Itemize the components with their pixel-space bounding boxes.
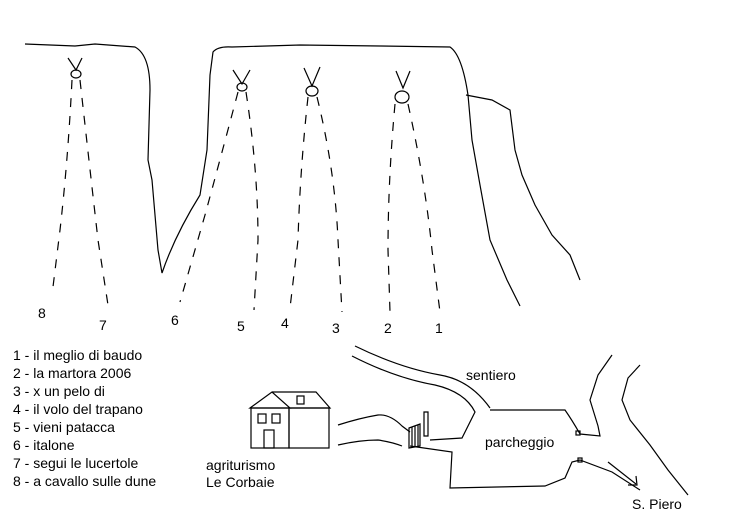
footpath-upper-edge — [354, 345, 491, 409]
footpath-lower-edge — [351, 355, 476, 441]
legend-item-4: 4 - il volo del trapano — [13, 401, 143, 417]
label-le-corbaie: Le Corbaie — [206, 474, 275, 490]
route-number-2: 2 — [384, 320, 392, 336]
route-line-8 — [51, 79, 73, 296]
route-number-7: 7 — [99, 317, 107, 333]
route-line-1 — [407, 103, 441, 313]
anchor-route-3-4 — [303, 66, 321, 97]
legend-item-3: 3 - x un pelo di — [13, 383, 105, 399]
route-legend: 1 - il meglio di baudo 2 - la martora 20… — [13, 346, 156, 490]
route-line-3 — [316, 96, 343, 313]
route-number-6: 6 — [171, 312, 179, 328]
route-number-4: 4 — [281, 315, 289, 331]
parking-outline — [490, 354, 613, 437]
legend-item-5: 5 - vieni patacca — [13, 419, 115, 435]
crag-outline — [24, 43, 521, 307]
anchor-route-1-2 — [394, 70, 411, 104]
anchor-route-5-6 — [232, 69, 251, 92]
gate-icon — [408, 411, 429, 449]
track-to-farmhouse-upper — [337, 414, 411, 433]
parking-lower-outline — [409, 445, 641, 491]
track-to-farmhouse-lower — [337, 439, 403, 447]
route-line-2 — [387, 103, 396, 313]
anchor-route-7-8 — [67, 57, 83, 79]
route-number-5: 5 — [237, 318, 245, 334]
legend-item-7: 7 - segui le lucertole — [13, 455, 139, 471]
crag-right-buttress — [465, 94, 581, 281]
arrow-to-s-piero-icon — [607, 461, 638, 486]
route-number-8: 8 — [38, 305, 46, 321]
legend-item-6: 6 - italone — [13, 437, 75, 453]
route-number-3: 3 — [332, 320, 340, 336]
legend-item-2: 2 - la martora 2006 — [13, 365, 132, 381]
route-line-7 — [79, 79, 109, 306]
post-marker — [575, 430, 581, 436]
farmhouse-icon — [248, 391, 332, 449]
label-parcheggio: parcheggio — [485, 434, 555, 450]
route-number-1: 1 — [435, 320, 443, 336]
route-line-5 — [245, 91, 259, 311]
legend-item-1: 1 - il meglio di baudo — [13, 347, 143, 363]
label-sentiero: sentiero — [466, 367, 516, 383]
label-s-piero: S. Piero — [632, 496, 682, 512]
road-right-edge — [621, 364, 689, 496]
route-line-4 — [289, 96, 309, 309]
post-marker — [577, 457, 583, 463]
legend-item-8: 8 - a cavallo sulle dune — [13, 473, 157, 489]
label-agriturismo: agriturismo — [206, 457, 276, 473]
route-line-6 — [179, 91, 239, 303]
